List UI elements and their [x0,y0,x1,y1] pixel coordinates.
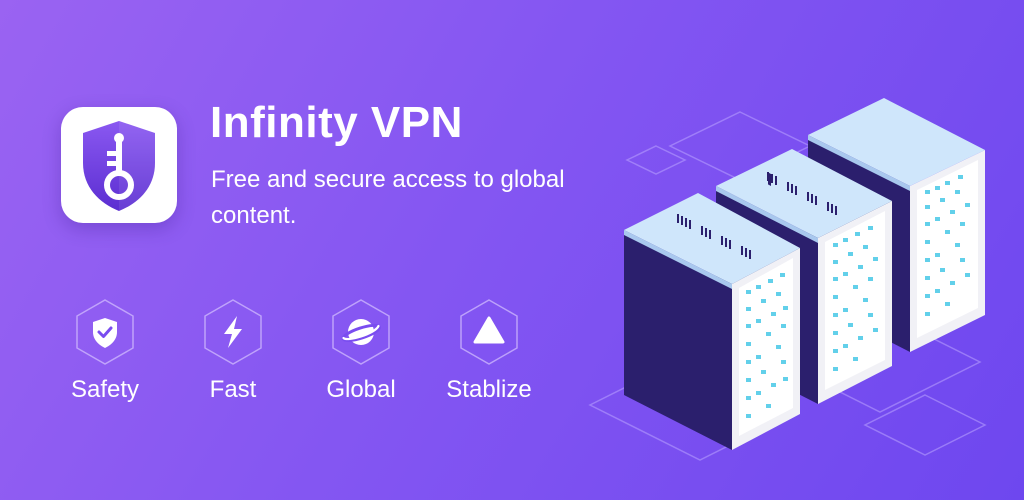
feature-label: Safety [70,376,140,403]
planet-icon [332,299,390,365]
feature-label: Fast [209,376,257,403]
key-shield-icon [83,121,155,211]
app-tagline: Free and secure access to global content… [211,166,565,229]
shield-check-icon [76,299,134,365]
app-title: Infinity VPN [210,98,463,147]
lightning-bolt-icon [204,299,262,365]
feature-label: Stablize [446,376,532,403]
app-icon [61,107,177,223]
server-rack [624,193,800,450]
feature-label: Global [326,376,396,403]
triangle-icon [460,299,518,365]
